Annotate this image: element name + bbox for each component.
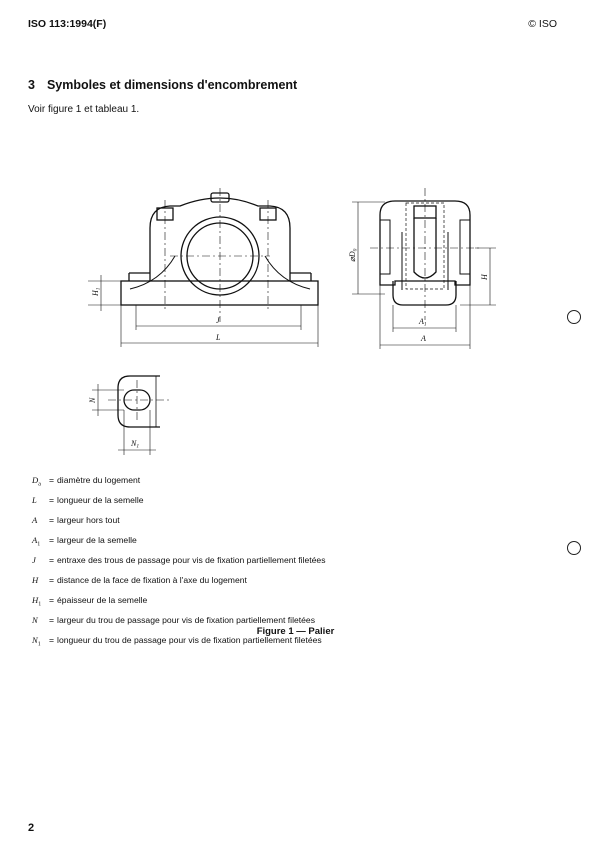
label-A1: A1 bbox=[418, 317, 427, 328]
side-housing bbox=[379, 200, 471, 286]
label-A: A bbox=[420, 334, 426, 343]
section-intro: Voir figure 1 et tableau 1. bbox=[28, 104, 140, 115]
side-dimensions bbox=[352, 201, 496, 349]
label-L: L bbox=[215, 333, 221, 342]
label-H: H bbox=[480, 273, 489, 281]
label-N: N bbox=[88, 397, 97, 404]
front-base bbox=[120, 280, 319, 306]
section-heading: 3 Symboles et dimensions d'encombrement bbox=[28, 78, 297, 92]
front-view bbox=[120, 192, 319, 306]
legend-item: L=longueur de la semelle bbox=[32, 495, 144, 506]
legend-item: A1=largeur de la semelle bbox=[32, 535, 137, 548]
legend-item: A=largeur hors tout bbox=[32, 515, 120, 526]
section-title: Symboles et dimensions d'encombrement bbox=[46, 78, 298, 92]
legend-item: N1=longueur du trou de passage pour vis … bbox=[32, 635, 322, 648]
figure-caption: Figure 1 — Palier bbox=[256, 626, 335, 637]
section-number: 3 bbox=[28, 78, 35, 92]
copyright-notice: © ISO bbox=[528, 18, 557, 30]
legend-item: H=distance de la face de fixation à l'ax… bbox=[32, 575, 247, 586]
label-J: J bbox=[216, 316, 220, 325]
front-housing bbox=[149, 197, 291, 281]
label-N1: N1 bbox=[130, 439, 139, 450]
label-D0: ⌀D0 bbox=[348, 248, 359, 262]
detail-view bbox=[117, 375, 160, 428]
symbol-legend: Da=diamètre du logement L=longueur de la… bbox=[32, 473, 326, 653]
punch-hole-icon bbox=[567, 541, 581, 555]
front-dimensions bbox=[88, 275, 319, 347]
label-H1: H1 bbox=[91, 287, 102, 297]
legend-item: Da=diamètre du logement bbox=[32, 475, 141, 488]
legend-item: J=entraxe des trous de passage pour vis … bbox=[32, 555, 326, 566]
legend-item: H1=épaisseur de la semelle bbox=[32, 595, 148, 608]
punch-hole-icon bbox=[567, 310, 581, 324]
detail-dimensions bbox=[92, 384, 156, 455]
bearing-figure: H1 J L ⌀D0 H A1 A bbox=[88, 188, 496, 455]
page-number: 2 bbox=[28, 822, 35, 834]
legend-item: N=largeur du trou de passage pour vis de… bbox=[32, 615, 315, 626]
standard-reference: ISO 113:1994(F) bbox=[28, 18, 107, 30]
side-view bbox=[379, 200, 471, 306]
